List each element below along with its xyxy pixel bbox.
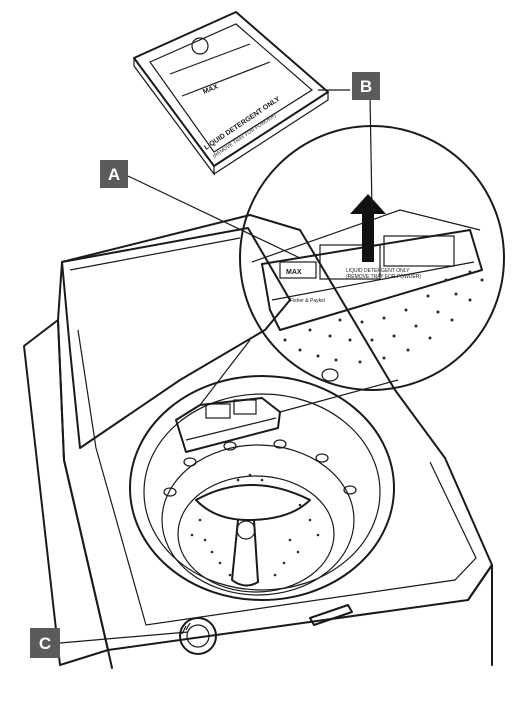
callout-b-label: B bbox=[360, 77, 372, 96]
callout-c: C bbox=[30, 628, 60, 658]
zoom-tray-line2: (REMOVE TRAY FOR POWDER) bbox=[346, 274, 421, 280]
front-handle bbox=[309, 604, 353, 626]
leader-c bbox=[59, 631, 189, 644]
zoom-perforations bbox=[283, 270, 484, 364]
removable-detergent-tray: MAX LIQUID DETERGENT ONLY (REMOVE TRAY F… bbox=[133, 11, 329, 176]
tray-liquid-only-text: LIQUID DETERGENT ONLY bbox=[203, 96, 281, 152]
tray-max-label: MAX bbox=[202, 83, 219, 95]
callout-b: B bbox=[352, 72, 380, 100]
control-knob bbox=[179, 617, 217, 655]
zoom-detail: MAX LIQUID DETERGENT ONLY (REMOVE TRAY F… bbox=[199, 125, 505, 413]
wash-tub bbox=[129, 375, 395, 601]
leader-a bbox=[127, 175, 301, 259]
dispenser-drawer bbox=[175, 397, 281, 453]
tub-rim-marks bbox=[163, 439, 357, 497]
callout-c-label: C bbox=[39, 634, 51, 653]
tub-perforations bbox=[190, 473, 320, 577]
zoom-tray-line1: LIQUID DETERGENT ONLY bbox=[346, 268, 410, 274]
callout-a: A bbox=[100, 160, 128, 188]
zoom-brand-text: Fisher & Paykel bbox=[290, 298, 325, 304]
leader-b bbox=[369, 95, 373, 211]
lid bbox=[61, 227, 291, 449]
washer-cabinet bbox=[23, 214, 493, 669]
zoom-max-label: MAX bbox=[286, 269, 302, 276]
lift-arrow-icon bbox=[350, 194, 386, 262]
callout-a-label: A bbox=[108, 165, 120, 184]
